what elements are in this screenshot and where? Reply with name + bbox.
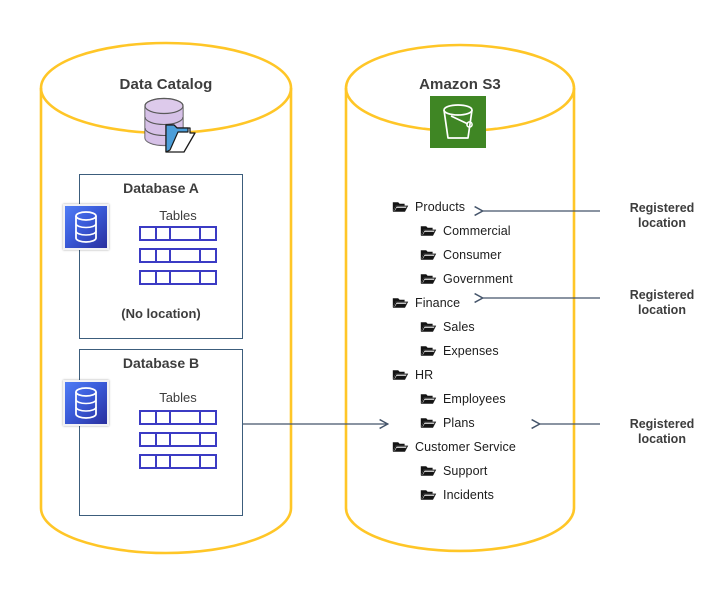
folder-icon <box>392 200 409 214</box>
table-row <box>139 226 217 241</box>
registered-location-line2: location <box>638 432 686 446</box>
data-catalog-icon <box>138 95 200 155</box>
folder-label: Government <box>443 272 513 286</box>
database-b-icon <box>63 380 109 426</box>
folder-item[interactable]: Commercial <box>420 222 511 240</box>
folder-label: Finance <box>415 296 461 310</box>
table-row <box>139 248 217 263</box>
folder-icon <box>420 272 437 286</box>
folder-item[interactable]: Government <box>420 270 513 288</box>
folder-label: Employees <box>443 392 506 406</box>
folder-label: HR <box>415 368 434 382</box>
folder-item[interactable]: Sales <box>420 318 475 336</box>
folder-item[interactable]: HR <box>392 366 433 384</box>
right-cylinder-title: Amazon S3 <box>419 76 501 93</box>
folder-label: Plans <box>443 416 475 430</box>
registered-location-line2: location <box>638 216 686 230</box>
folder-item[interactable]: Employees <box>420 390 506 408</box>
folder-icon <box>420 488 437 502</box>
folder-label: Sales <box>443 320 475 334</box>
registered-location-line1: Registered <box>629 201 695 215</box>
folder-label: Commercial <box>443 224 511 238</box>
folder-label: Products <box>415 200 466 214</box>
database-b-title: Database B <box>122 355 200 371</box>
folder-label: Incidents <box>443 488 494 502</box>
database-a-icon <box>63 204 109 250</box>
folder-icon <box>420 464 437 478</box>
folder-icon <box>420 416 437 430</box>
database-b-tables-label: Tables <box>159 390 197 405</box>
table-row <box>139 270 217 285</box>
folder-icon <box>420 392 437 406</box>
folder-item[interactable]: Finance <box>392 294 460 312</box>
folder-label: Consumer <box>443 248 502 262</box>
registered-location-line1: Registered <box>629 417 695 431</box>
folder-icon <box>392 440 409 454</box>
table-row <box>139 432 217 447</box>
folder-icon <box>420 344 437 358</box>
folder-icon <box>420 224 437 238</box>
folder-icon <box>392 296 409 310</box>
folder-item[interactable]: Support <box>420 462 487 480</box>
database-a-title: Database A <box>123 180 199 196</box>
s3-bucket-icon <box>430 96 486 148</box>
folder-item[interactable]: Consumer <box>420 246 501 264</box>
table-row <box>139 410 217 425</box>
database-a-location-note: (No location) <box>121 306 201 321</box>
registered-location-line1: Registered <box>629 288 695 302</box>
registered-location-line2: location <box>638 303 686 317</box>
folder-label: Expenses <box>443 344 499 358</box>
registered-location-label-3: Registered location <box>608 417 716 447</box>
folder-item[interactable]: Products <box>392 198 465 216</box>
folder-item[interactable]: Plans <box>420 414 475 432</box>
folder-label: Customer Service <box>415 440 516 454</box>
folder-item[interactable]: Incidents <box>420 486 494 504</box>
folder-label: Support <box>443 464 488 478</box>
registered-location-label-1: Registered location <box>608 201 716 231</box>
database-a-tables-label: Tables <box>159 208 197 223</box>
left-cylinder-title: Data Catalog <box>119 76 213 93</box>
table-row <box>139 454 217 469</box>
folder-icon <box>392 368 409 382</box>
folder-icon <box>420 320 437 334</box>
folder-item[interactable]: Customer Service <box>392 438 516 456</box>
folder-item[interactable]: Expenses <box>420 342 499 360</box>
registered-location-label-2: Registered location <box>608 288 716 318</box>
folder-icon <box>420 248 437 262</box>
